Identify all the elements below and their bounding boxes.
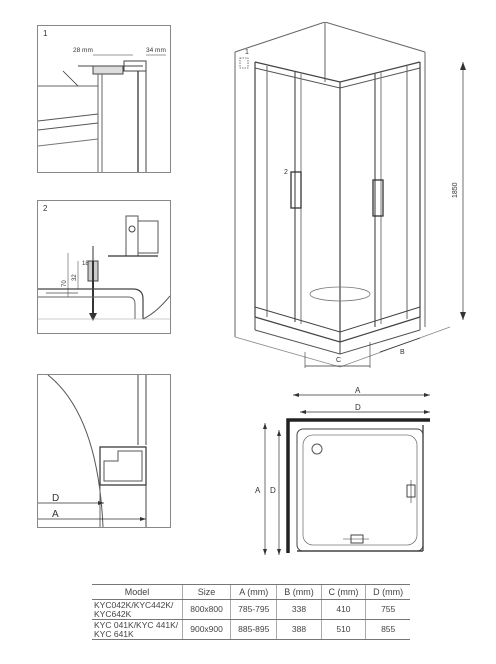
table-row: KYC 041K/KYC 441K/ KYC 641K 900x900 885-… — [92, 619, 410, 640]
callout-1: 1 — [245, 49, 249, 56]
detail-3-drawing: D A — [38, 374, 147, 528]
shower-enclosure-isometric: 1850 1 2 C B — [234, 22, 466, 368]
detail-1-depth-label: 34 mm — [146, 47, 166, 54]
cell-a: 885-895 — [230, 619, 277, 640]
header-model: Model — [92, 584, 183, 600]
cell-model: KYC 041K/KYC 441K/ KYC 641K — [92, 619, 183, 640]
cell-d: 755 — [365, 599, 410, 620]
cell-a: 785-795 — [230, 599, 277, 620]
header-size: Size — [181, 584, 231, 600]
plan-view: A D A D — [255, 386, 430, 555]
cell-c: 510 — [320, 619, 366, 640]
detail-2-drawing: 2 18 32 70 — [38, 204, 171, 321]
plan-d-left-label: D — [270, 486, 276, 495]
dimension-c-label: C — [336, 357, 341, 364]
cell-size: 900x900 — [181, 619, 231, 640]
spec-table-header-row: Model Size A (mm) B (mm) C (mm) D (mm) — [92, 584, 410, 600]
detail-panel-2: 2 18 32 70 — [37, 200, 171, 334]
detail-2-label-18: 18 — [82, 261, 89, 267]
callout-2: 2 — [284, 169, 288, 176]
cell-b: 388 — [276, 619, 322, 640]
cell-model: KYC042K/KYC442K/ KYC642K — [92, 599, 183, 620]
cell-b: 338 — [276, 599, 322, 620]
detail-2-label-32: 32 — [72, 274, 78, 281]
table-row: KYC042K/KYC442K/ KYC642K 800x800 785-795… — [92, 599, 410, 620]
spec-table: Model Size A (mm) B (mm) C (mm) D (mm) K… — [92, 584, 410, 640]
detail-panel-1: 1 28 mm 34 mm — [37, 25, 171, 173]
dimension-b-label: B — [400, 349, 405, 356]
height-dimension-label: 1850 — [452, 182, 459, 198]
cell-d: 855 — [365, 619, 410, 640]
header-c: C (mm) — [320, 584, 366, 600]
detail-panel-3: D A — [37, 374, 171, 528]
plan-a-left-label: A — [255, 486, 261, 495]
cell-size: 800x800 — [181, 599, 231, 620]
header-d: D (mm) — [365, 584, 410, 600]
plan-a-top-label: A — [355, 386, 361, 395]
detail-2-label-70: 70 — [62, 280, 68, 287]
detail-3-label-d: D — [52, 493, 59, 504]
detail-1-width-label: 28 mm — [73, 47, 93, 54]
header-b: B (mm) — [276, 584, 322, 600]
detail-1-drawing: 1 28 mm 34 mm — [37, 29, 166, 172]
detail-1-number: 1 — [43, 29, 48, 38]
detail-2-number: 2 — [43, 204, 48, 213]
header-a: A (mm) — [230, 584, 277, 600]
cell-c: 410 — [320, 599, 366, 620]
detail-3-label-a: A — [52, 509, 59, 520]
plan-d-top-label: D — [355, 403, 361, 412]
